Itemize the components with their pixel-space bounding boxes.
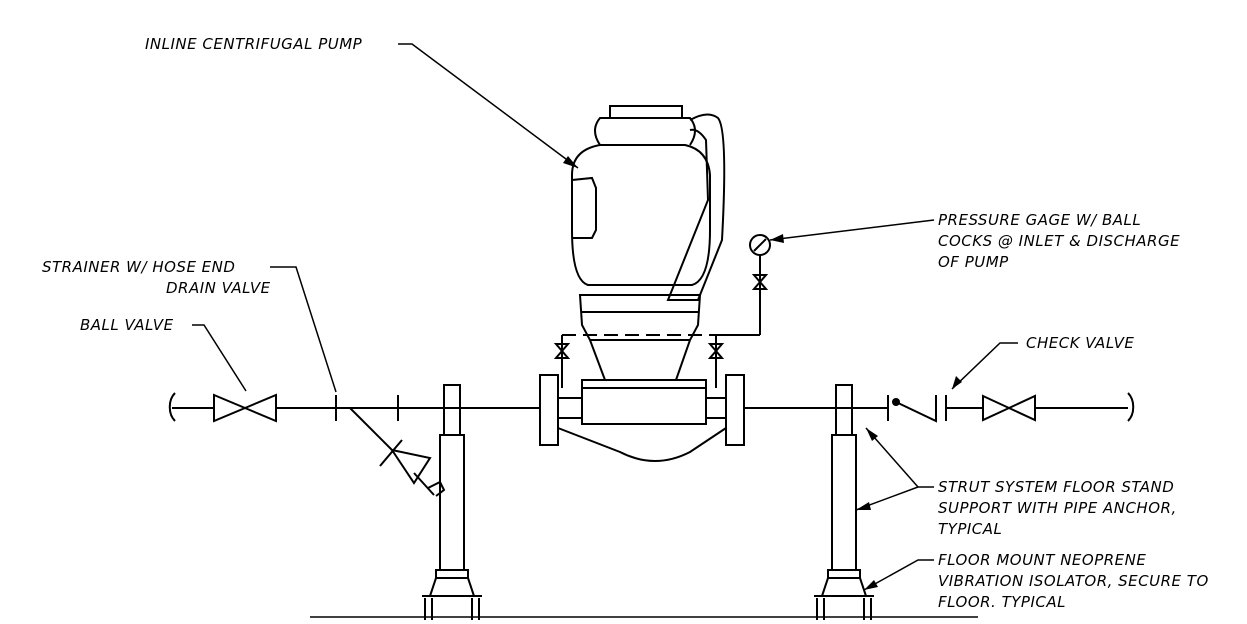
- strut-stand-right: [814, 384, 874, 620]
- strut-stand-left: [422, 384, 482, 620]
- inline-pump: [539, 105, 745, 462]
- gage-label-line1: PRESSURE GAGE W/ BALL: [938, 211, 1141, 229]
- isolator-label-line3: FLOOR. TYPICAL: [938, 593, 1066, 611]
- gauge-cocks: [553, 234, 771, 388]
- ball-valve-label: BALL VALVE: [80, 316, 174, 334]
- strut-label-line3: TYPICAL: [938, 520, 1002, 538]
- leader-lines: [192, 43, 1018, 591]
- strut-label-line1: STRUT SYSTEM FLOOR STAND: [938, 478, 1174, 496]
- gage-label-line3: OF PUMP: [938, 253, 1009, 271]
- arrowheads: [563, 156, 962, 590]
- strainer-label-line1: STRAINER W/ HOSE END: [42, 258, 235, 276]
- strainer-label-line2: DRAIN VALVE: [166, 279, 271, 297]
- strut-label-line2: SUPPORT WITH PIPE ANCHOR,: [938, 499, 1177, 517]
- strainer-symbol: [335, 395, 446, 497]
- main-pipe: [168, 392, 1135, 422]
- ball-valve-symbol: [213, 393, 277, 423]
- pump-label: INLINE CENTRIFUGAL PUMP: [145, 35, 363, 53]
- check-valve-label: CHECK VALVE: [1026, 334, 1134, 352]
- isolator-label-line1: FLOOR MOUNT NEOPRENE: [938, 551, 1146, 569]
- check-valve-symbol: [887, 395, 947, 423]
- gage-label-line2: COCKS @ INLET & DISCHARGE: [938, 232, 1180, 250]
- ball-valve-right-symbol: [982, 394, 1036, 422]
- isolator-label-line2: VIBRATION ISOLATOR, SECURE TO: [938, 572, 1209, 590]
